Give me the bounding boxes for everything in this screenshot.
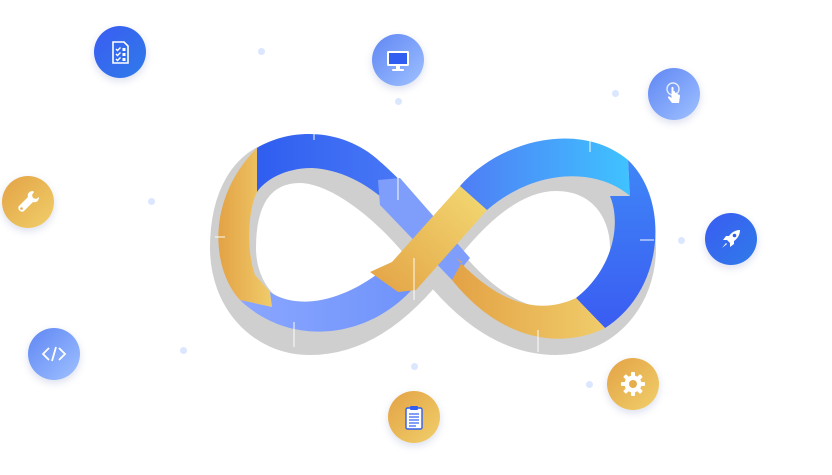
touch-icon	[666, 82, 680, 103]
clipboard-icon	[405, 406, 423, 430]
decor-dot	[612, 90, 619, 97]
decor-dot	[411, 363, 418, 370]
segment-periwinkle-bottom-left	[240, 262, 416, 332]
segment-blue-right	[576, 160, 656, 328]
loop-tick-marks	[215, 130, 654, 352]
gear-icon	[621, 372, 645, 396]
rocket-badge	[705, 213, 757, 265]
touch-badge	[648, 68, 700, 120]
gear-badge	[607, 358, 659, 410]
segment-gold-left	[218, 148, 272, 307]
code-icon	[41, 346, 67, 362]
wrench-badge	[2, 176, 54, 228]
segment-gold-cross	[370, 183, 487, 292]
code-badge	[28, 328, 80, 380]
monitor-icon	[387, 51, 409, 71]
decor-dot	[180, 347, 187, 354]
segment-blue-top-left	[257, 134, 410, 210]
clipboard-badge	[388, 391, 440, 443]
decor-dot	[395, 98, 402, 105]
rocket-icon	[722, 230, 740, 248]
checklist-badge	[94, 26, 146, 78]
decor-dot	[678, 237, 685, 244]
monitor-badge	[372, 34, 424, 86]
decor-dot	[586, 381, 593, 388]
segment-blue-top-right	[460, 138, 630, 210]
decor-dot	[258, 48, 265, 55]
segment-gold-bottom-right	[452, 258, 605, 339]
checklist-icon	[112, 41, 129, 64]
decor-dot	[148, 198, 155, 205]
wrench-icon	[18, 191, 39, 212]
